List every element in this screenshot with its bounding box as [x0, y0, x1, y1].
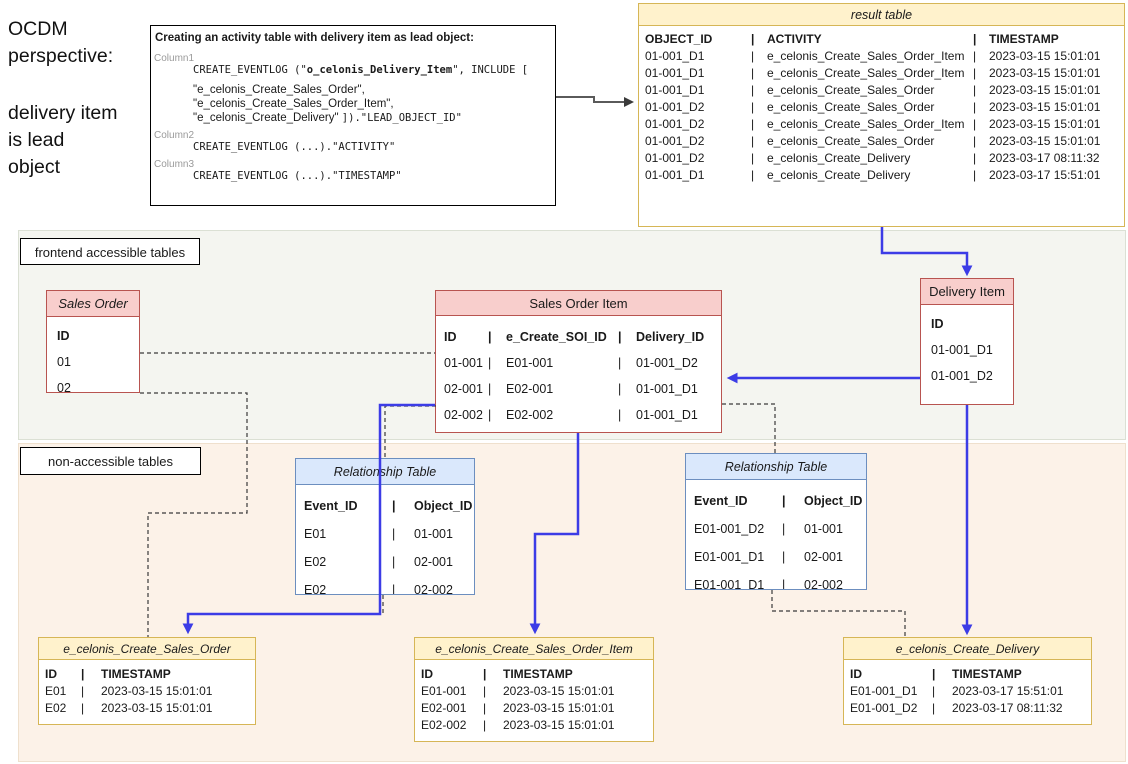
- event-table-title: e_celonis_Create_Sales_Order: [39, 638, 255, 660]
- table-row: 01-001|E01-001|01-001_D2: [444, 356, 698, 370]
- table-row: 01: [57, 355, 71, 369]
- event-table-title: e_celonis_Create_Delivery: [844, 638, 1091, 660]
- column-header-row: ID|TIMESTAMP: [421, 667, 573, 681]
- frontend-zone-label: frontend accessible tables: [20, 238, 200, 265]
- delivery-item-table: Delivery Item ID 01-001_D1 01-001_D2: [920, 278, 1014, 405]
- arrow-code-to-result-table: [556, 96, 634, 107]
- table-row: 01-001_D1|e_celonis_Create_Delivery|2023…: [645, 168, 1101, 182]
- code-title: Creating an activity table with delivery…: [155, 32, 474, 44]
- sales-order-item-title: Sales Order Item: [436, 291, 721, 316]
- code-include-line-3: "e_celonis_Create_Delivery" ])."LEAD_OBJ…: [193, 112, 462, 124]
- table-row: E01|2023-03-15 15:01:01: [45, 684, 213, 698]
- column-header-row: ID|e_Create_SOI_ID|Delivery_ID: [444, 330, 705, 344]
- result-table-title: result table: [639, 4, 1124, 26]
- code-column2-label: Column2: [154, 130, 195, 141]
- table-row: 01-001_D1: [931, 343, 993, 357]
- table-row: E02-001|2023-03-15 15:01:01: [421, 701, 615, 715]
- table-row: E01-001_D1|02-001: [694, 550, 843, 564]
- result-table-header-row: OBJECT_ID|ACTIVITY|TIMESTAMP: [645, 32, 1059, 46]
- relationship-table-right: Relationship Table Event_ID|Object_ID E0…: [685, 453, 867, 590]
- table-row: E02-002|2023-03-15 15:01:01: [421, 718, 615, 732]
- event-table-create-sales-order: e_celonis_Create_Sales_Order ID|TIMESTAM…: [38, 637, 256, 725]
- delivery-item-title: Delivery Item: [921, 279, 1013, 305]
- table-row: E01|01-001: [304, 527, 453, 541]
- column-header-row: Event_ID|Object_ID: [304, 499, 473, 513]
- table-row: 01-001_D2|e_celonis_Create_Sales_Order|2…: [645, 100, 1101, 114]
- sales-order-title: Sales Order: [47, 291, 139, 317]
- event-table-create-delivery: e_celonis_Create_Delivery ID|TIMESTAMP E…: [843, 637, 1092, 725]
- non-accessible-zone-label: non-accessible tables: [20, 447, 201, 475]
- code-include-line-2: "e_celonis_Create_Sales_Order_Item",: [193, 98, 394, 110]
- table-row: 01-001_D1|e_celonis_Create_Sales_Order_I…: [645, 66, 1101, 80]
- result-table-body: OBJECT_ID|ACTIVITY|TIMESTAMP 01-001_D1|e…: [639, 26, 1124, 184]
- table-row: 01-001_D2|e_celonis_Create_Sales_Order|2…: [645, 134, 1101, 148]
- result-table: result table OBJECT_ID|ACTIVITY|TIMESTAM…: [638, 3, 1125, 227]
- table-row: E01-001_D2|2023-03-17 08:11:32: [850, 701, 1063, 715]
- code-column3-label: Column3: [154, 159, 195, 170]
- lead-object-note: delivery item is lead object: [8, 102, 118, 178]
- column-header-row: ID|TIMESTAMP: [45, 667, 171, 681]
- code-create-eventlog-line: CREATE_EVENTLOG ("o_celonis_Delivery_Ite…: [193, 64, 529, 76]
- table-row: 01-001_D1|e_celonis_Create_Sales_Order_I…: [645, 49, 1101, 63]
- relationship-table-title: Relationship Table: [686, 454, 866, 480]
- table-row: E01-001_D1|02-002: [694, 578, 843, 590]
- sales-order-table: Sales Order ID 01 02: [46, 290, 140, 393]
- column-header-id: ID: [931, 317, 944, 331]
- column-header-row: ID|TIMESTAMP: [850, 667, 1022, 681]
- table-row: 01-001_D2: [931, 369, 993, 383]
- table-row: 02: [57, 381, 71, 393]
- code-timestamp-line: CREATE_EVENTLOG (...)."TIMESTAMP": [193, 170, 402, 182]
- table-row: E01-001|2023-03-15 15:01:01: [421, 684, 615, 698]
- code-activity-line: CREATE_EVENTLOG (...)."ACTIVITY": [193, 141, 396, 153]
- table-row: E01-001_D1|2023-03-17 15:51:01: [850, 684, 1064, 698]
- relationship-table-left: Relationship Table Event_ID|Object_ID E0…: [295, 458, 475, 595]
- column-header-row: Event_ID|Object_ID: [694, 494, 863, 508]
- table-row: E02|02-001: [304, 555, 453, 569]
- sales-order-item-table: Sales Order Item ID|e_Create_SOI_ID|Deli…: [435, 290, 722, 433]
- table-row: 01-001_D2|e_celonis_Create_Delivery|2023…: [645, 151, 1100, 165]
- column-header-id: ID: [57, 329, 70, 343]
- table-row: 01-001_D2|e_celonis_Create_Sales_Order_I…: [645, 117, 1101, 131]
- table-row: E01-001_D2|01-001: [694, 522, 843, 536]
- event-table-title: e_celonis_Create_Sales_Order_Item: [415, 638, 653, 660]
- code-include-line-1: "e_celonis_Create_Sales_Order",: [193, 84, 365, 96]
- perspective-heading: OCDM perspective:: [8, 18, 114, 67]
- table-row: 02-001|E02-001|01-001_D1: [444, 382, 698, 396]
- table-row: 01-001_D1|e_celonis_Create_Sales_Order|2…: [645, 83, 1101, 97]
- table-row: E02|02-002: [304, 583, 453, 595]
- pql-code-block: Creating an activity table with delivery…: [150, 25, 556, 206]
- table-row: 02-002|E02-002|01-001_D1: [444, 408, 698, 422]
- code-column1-label: Column1: [154, 53, 195, 64]
- relationship-table-title: Relationship Table: [296, 459, 474, 485]
- event-table-create-sales-order-item: e_celonis_Create_Sales_Order_Item ID|TIM…: [414, 637, 654, 742]
- table-row: E02|2023-03-15 15:01:01: [45, 701, 213, 715]
